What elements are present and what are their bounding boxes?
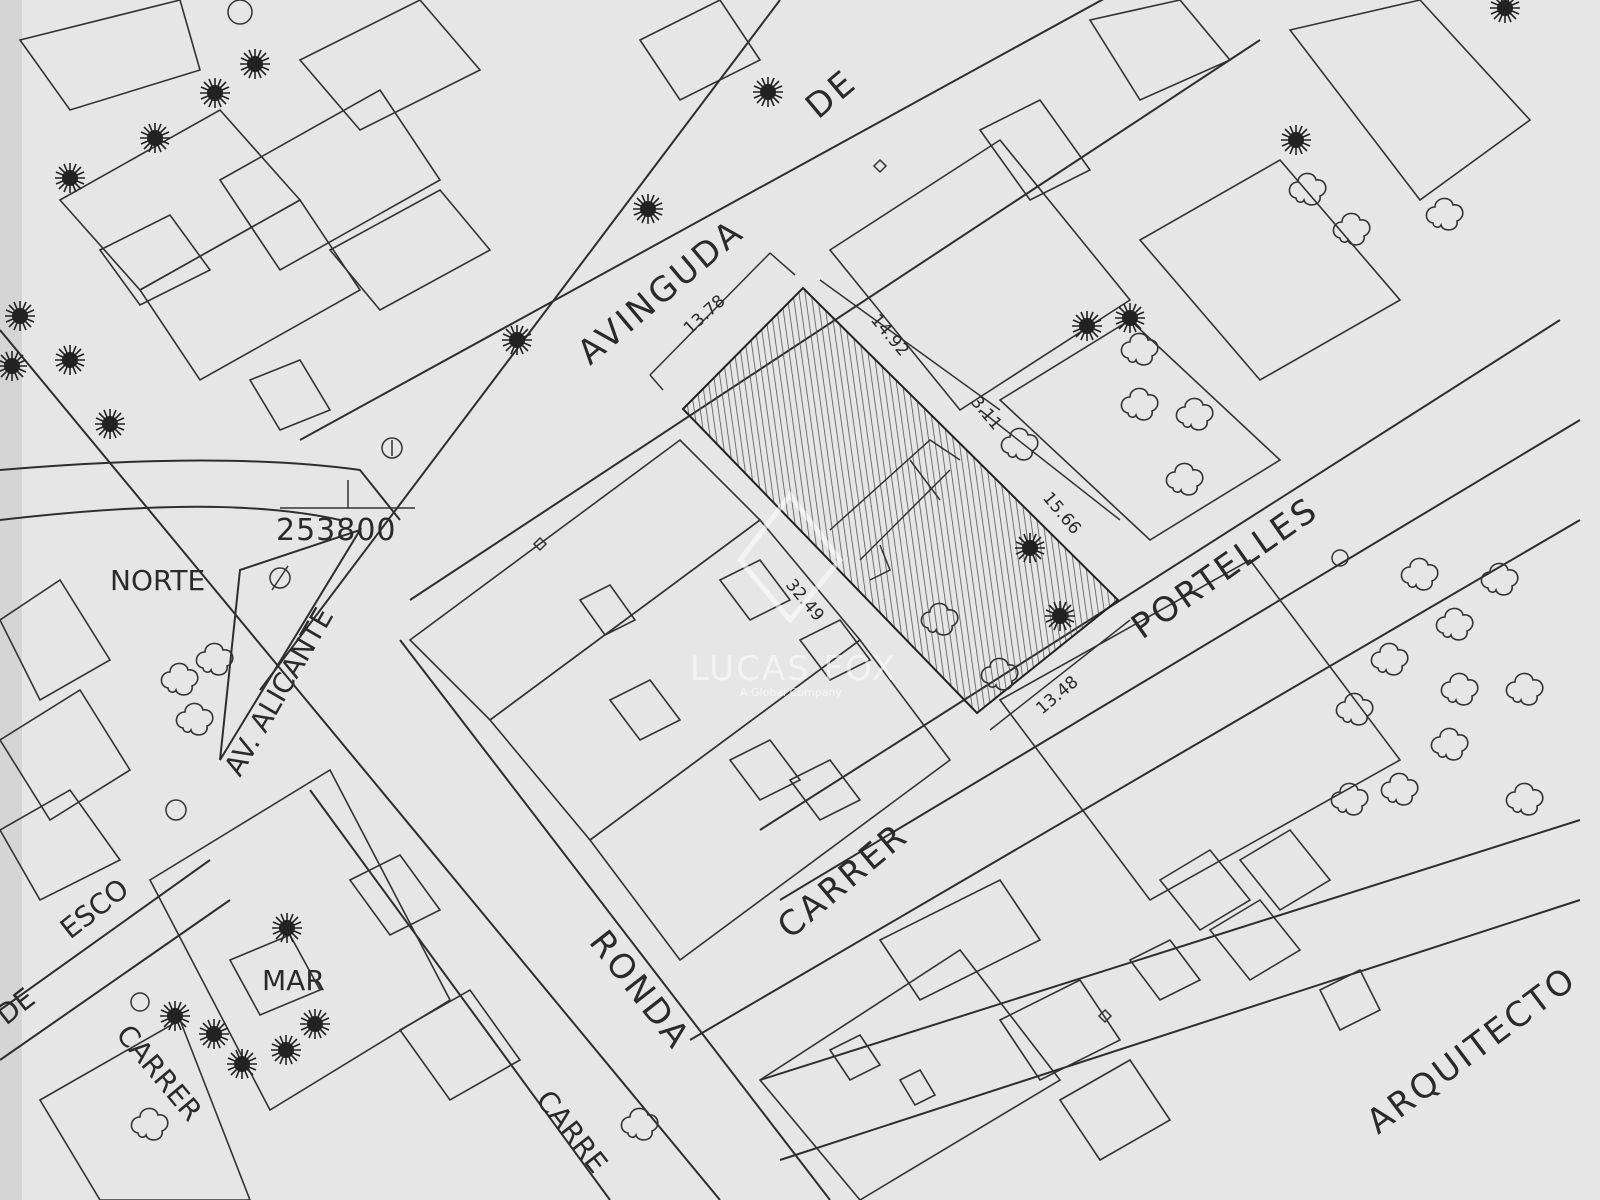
- watermark: LUCAS FOX A Global Company: [690, 490, 897, 699]
- road-escol: [0, 859, 231, 1061]
- paper-edge-shadow: [0, 0, 22, 1200]
- coordinate-marker: 253800: [276, 480, 415, 548]
- plot-parcel: [681, 286, 1120, 715]
- coordinate-label: 253800: [276, 513, 397, 548]
- dimension-lines: [649, 252, 1131, 731]
- street-fixtures: [130, 0, 1349, 1024]
- watermark-tagline: A Global Company: [740, 686, 842, 699]
- street-label-mar: MAR: [262, 964, 325, 997]
- north-label: NORTE: [110, 564, 205, 597]
- north-indicator: NORTE: [110, 564, 291, 597]
- road-arquitecto: [759, 819, 1581, 1161]
- watermark-brand: LUCAS FOX: [690, 649, 897, 689]
- road-portelles: [689, 319, 1581, 1041]
